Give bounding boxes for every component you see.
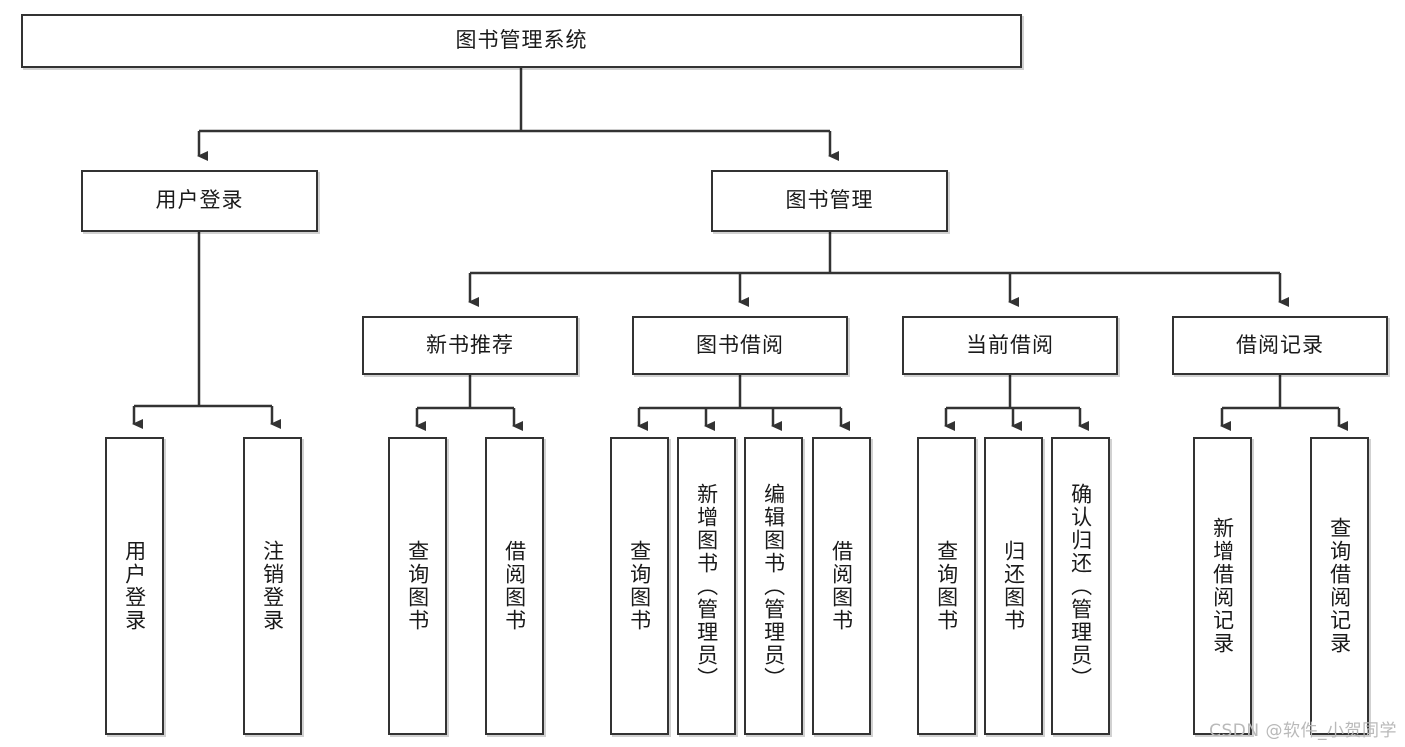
leaf-node-label: 新增借阅记录 bbox=[1210, 517, 1235, 655]
leaf-node[interactable]: 确认归还（管理员） bbox=[1051, 437, 1110, 735]
leaf-node-label: 查询图书 bbox=[627, 540, 652, 632]
leaf-node-label: 查询图书 bbox=[934, 540, 959, 632]
leaf-node[interactable]: 归还图书 bbox=[984, 437, 1043, 735]
node-new-book-recommend-label: 新书推荐 bbox=[426, 332, 514, 357]
leaf-node[interactable]: 新增借阅记录 bbox=[1193, 437, 1252, 735]
node-book-borrow[interactable]: 图书借阅 bbox=[632, 316, 848, 375]
node-book-borrow-label: 图书借阅 bbox=[696, 332, 784, 357]
leaf-node-label: 用户登录 bbox=[122, 540, 147, 632]
node-root-label: 图书管理系统 bbox=[455, 28, 588, 53]
leaf-node-label: 注销登录 bbox=[260, 540, 285, 632]
leaf-node[interactable]: 借阅图书 bbox=[812, 437, 871, 735]
node-root[interactable]: 图书管理系统 bbox=[21, 14, 1022, 68]
node-user-login-label: 用户登录 bbox=[155, 188, 244, 213]
node-borrow-record[interactable]: 借阅记录 bbox=[1172, 316, 1388, 375]
node-current-borrow-label: 当前借阅 bbox=[966, 332, 1054, 357]
leaf-node-label: 新增图书（管理员） bbox=[694, 482, 719, 690]
leaf-node-label: 查询图书 bbox=[405, 540, 430, 632]
leaf-node-label: 借阅图书 bbox=[829, 540, 854, 632]
leaf-node-label: 确认归还（管理员） bbox=[1068, 482, 1093, 690]
leaf-node[interactable]: 查询借阅记录 bbox=[1310, 437, 1369, 735]
leaf-node-label: 借阅图书 bbox=[502, 540, 527, 632]
node-borrow-record-label: 借阅记录 bbox=[1236, 332, 1324, 357]
leaf-node[interactable]: 查询图书 bbox=[388, 437, 447, 735]
node-current-borrow[interactable]: 当前借阅 bbox=[902, 316, 1118, 375]
node-book-management[interactable]: 图书管理 bbox=[711, 170, 948, 232]
leaf-node[interactable]: 借阅图书 bbox=[485, 437, 544, 735]
leaf-node-label: 归还图书 bbox=[1001, 540, 1026, 632]
leaf-node[interactable]: 注销登录 bbox=[243, 437, 302, 735]
node-new-book-recommend[interactable]: 新书推荐 bbox=[362, 316, 578, 375]
node-user-login[interactable]: 用户登录 bbox=[81, 170, 318, 232]
node-book-management-label: 图书管理 bbox=[785, 188, 874, 213]
leaf-node[interactable]: 查询图书 bbox=[610, 437, 669, 735]
leaf-node[interactable]: 查询图书 bbox=[917, 437, 976, 735]
leaf-node[interactable]: 用户登录 bbox=[105, 437, 164, 735]
leaf-node[interactable]: 新增图书（管理员） bbox=[677, 437, 736, 735]
leaf-node[interactable]: 编辑图书（管理员） bbox=[744, 437, 803, 735]
watermark-text: CSDN @软件_小贺同学 bbox=[1209, 721, 1397, 741]
leaf-node-label: 查询借阅记录 bbox=[1327, 517, 1352, 655]
leaf-node-label: 编辑图书（管理员） bbox=[761, 482, 786, 690]
